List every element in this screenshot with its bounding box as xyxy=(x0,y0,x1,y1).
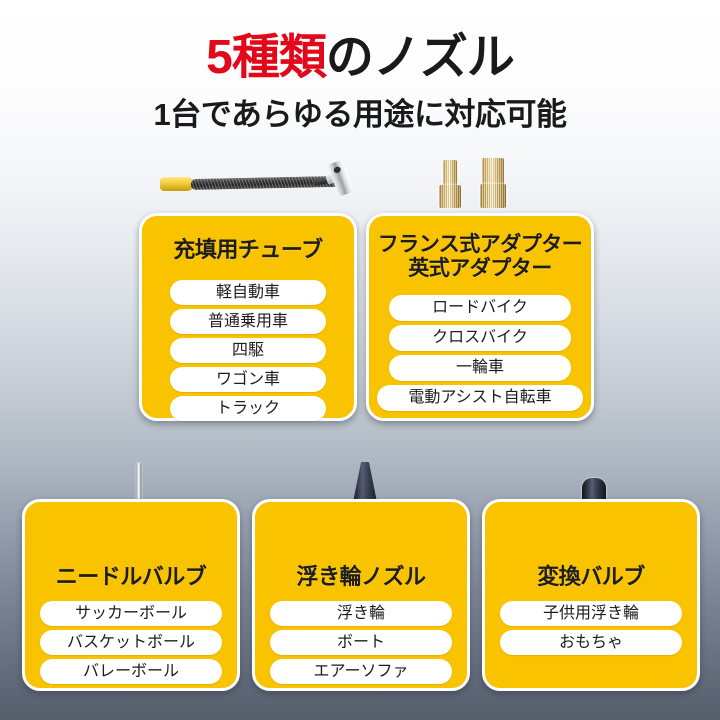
list-item: ロードバイク xyxy=(389,295,571,322)
list-item: 電動アシスト自転車 xyxy=(377,385,583,412)
hose-chuck-icon xyxy=(312,159,356,204)
adapter-knurled-base-icon xyxy=(439,185,461,208)
list-item: おもちゃ xyxy=(500,630,682,656)
card-title-valve-adapters: フランス式アダプター 英式アダプター xyxy=(378,233,583,281)
hose-yellow-cap-icon xyxy=(160,177,194,191)
card-title-line-2: 英式アダプター xyxy=(408,257,552,281)
list-item: 軽自動車 xyxy=(170,280,326,306)
brass-adapter-presta-image xyxy=(437,160,463,208)
card-needle-valve: ニードルバルブ サッカーボール バスケットボール バレーボール xyxy=(22,499,240,691)
card-title-line-1: フランス式アダプター xyxy=(377,233,583,256)
card-title-conversion-valve: 変換バルブ xyxy=(537,564,645,589)
list-item: ボート xyxy=(270,630,452,656)
list-item: エアーソファ xyxy=(270,659,452,685)
card-conversion-valve: 変換バルブ 子供用浮き輪 おもちゃ xyxy=(482,499,700,691)
title-rest: のノズル xyxy=(325,31,515,84)
card-item-list-conversion-valve: 子供用浮き輪 おもちゃ xyxy=(485,601,697,656)
title-highlight: 5種類 xyxy=(206,31,327,84)
list-item: 四駆 xyxy=(170,338,326,364)
card-item-list-air-hose: 軽自動車 普通乗用車 四駆 ワゴン車 トラック xyxy=(142,280,354,422)
list-item: バスケットボール xyxy=(40,630,222,656)
card-item-list-needle-valve: サッカーボール バスケットボール バレーボール xyxy=(25,601,237,685)
air-hose-image xyxy=(160,159,354,208)
list-item: 浮き輪 xyxy=(270,601,452,627)
needle-pin-icon xyxy=(136,463,142,514)
adapter-thread-top-icon xyxy=(482,158,504,185)
list-item: 一輪車 xyxy=(389,355,571,382)
list-item: クロスバイク xyxy=(389,325,571,352)
card-item-list-valve-adapters: ロードバイク クロスバイク 一輪車 電動アシスト自転車 xyxy=(369,295,591,412)
brass-adapter-dunlop-image xyxy=(477,158,509,208)
list-item: 普通乗用車 xyxy=(170,309,326,335)
page-title: 5種類のノズル xyxy=(0,34,720,82)
list-item: 子供用浮き輪 xyxy=(500,601,682,627)
card-title-float-nozzle: 浮き輪ノズル xyxy=(296,564,426,589)
list-item: ワゴン車 xyxy=(170,367,326,393)
card-title-air-hose: 充填用チューブ xyxy=(173,237,323,262)
card-air-hose: 充填用チューブ 軽自動車 普通乗用車 四駆 ワゴン車 トラック xyxy=(139,213,357,422)
card-float-nozzle: 浮き輪ノズル 浮き輪 ボート エアーソファ xyxy=(252,499,470,691)
card-title-needle-valve: ニードルバルブ xyxy=(55,564,207,589)
adapter-thread-top-icon xyxy=(443,160,457,186)
list-item: トラック xyxy=(170,396,326,422)
adapter-knurled-base-icon xyxy=(480,184,506,208)
card-item-list-float-nozzle: 浮き輪 ボート エアーソファ xyxy=(255,601,467,685)
title-line: 5種類のノズル xyxy=(0,34,720,82)
card-valve-adapters: フランス式アダプター 英式アダプター ロードバイク クロスバイク 一輪車 電動ア… xyxy=(366,213,594,421)
page-subtitle: 1台であらゆる用途に対応可能 xyxy=(153,97,567,132)
list-item: バレーボール xyxy=(40,659,222,685)
list-item: サッカーボール xyxy=(40,601,222,627)
